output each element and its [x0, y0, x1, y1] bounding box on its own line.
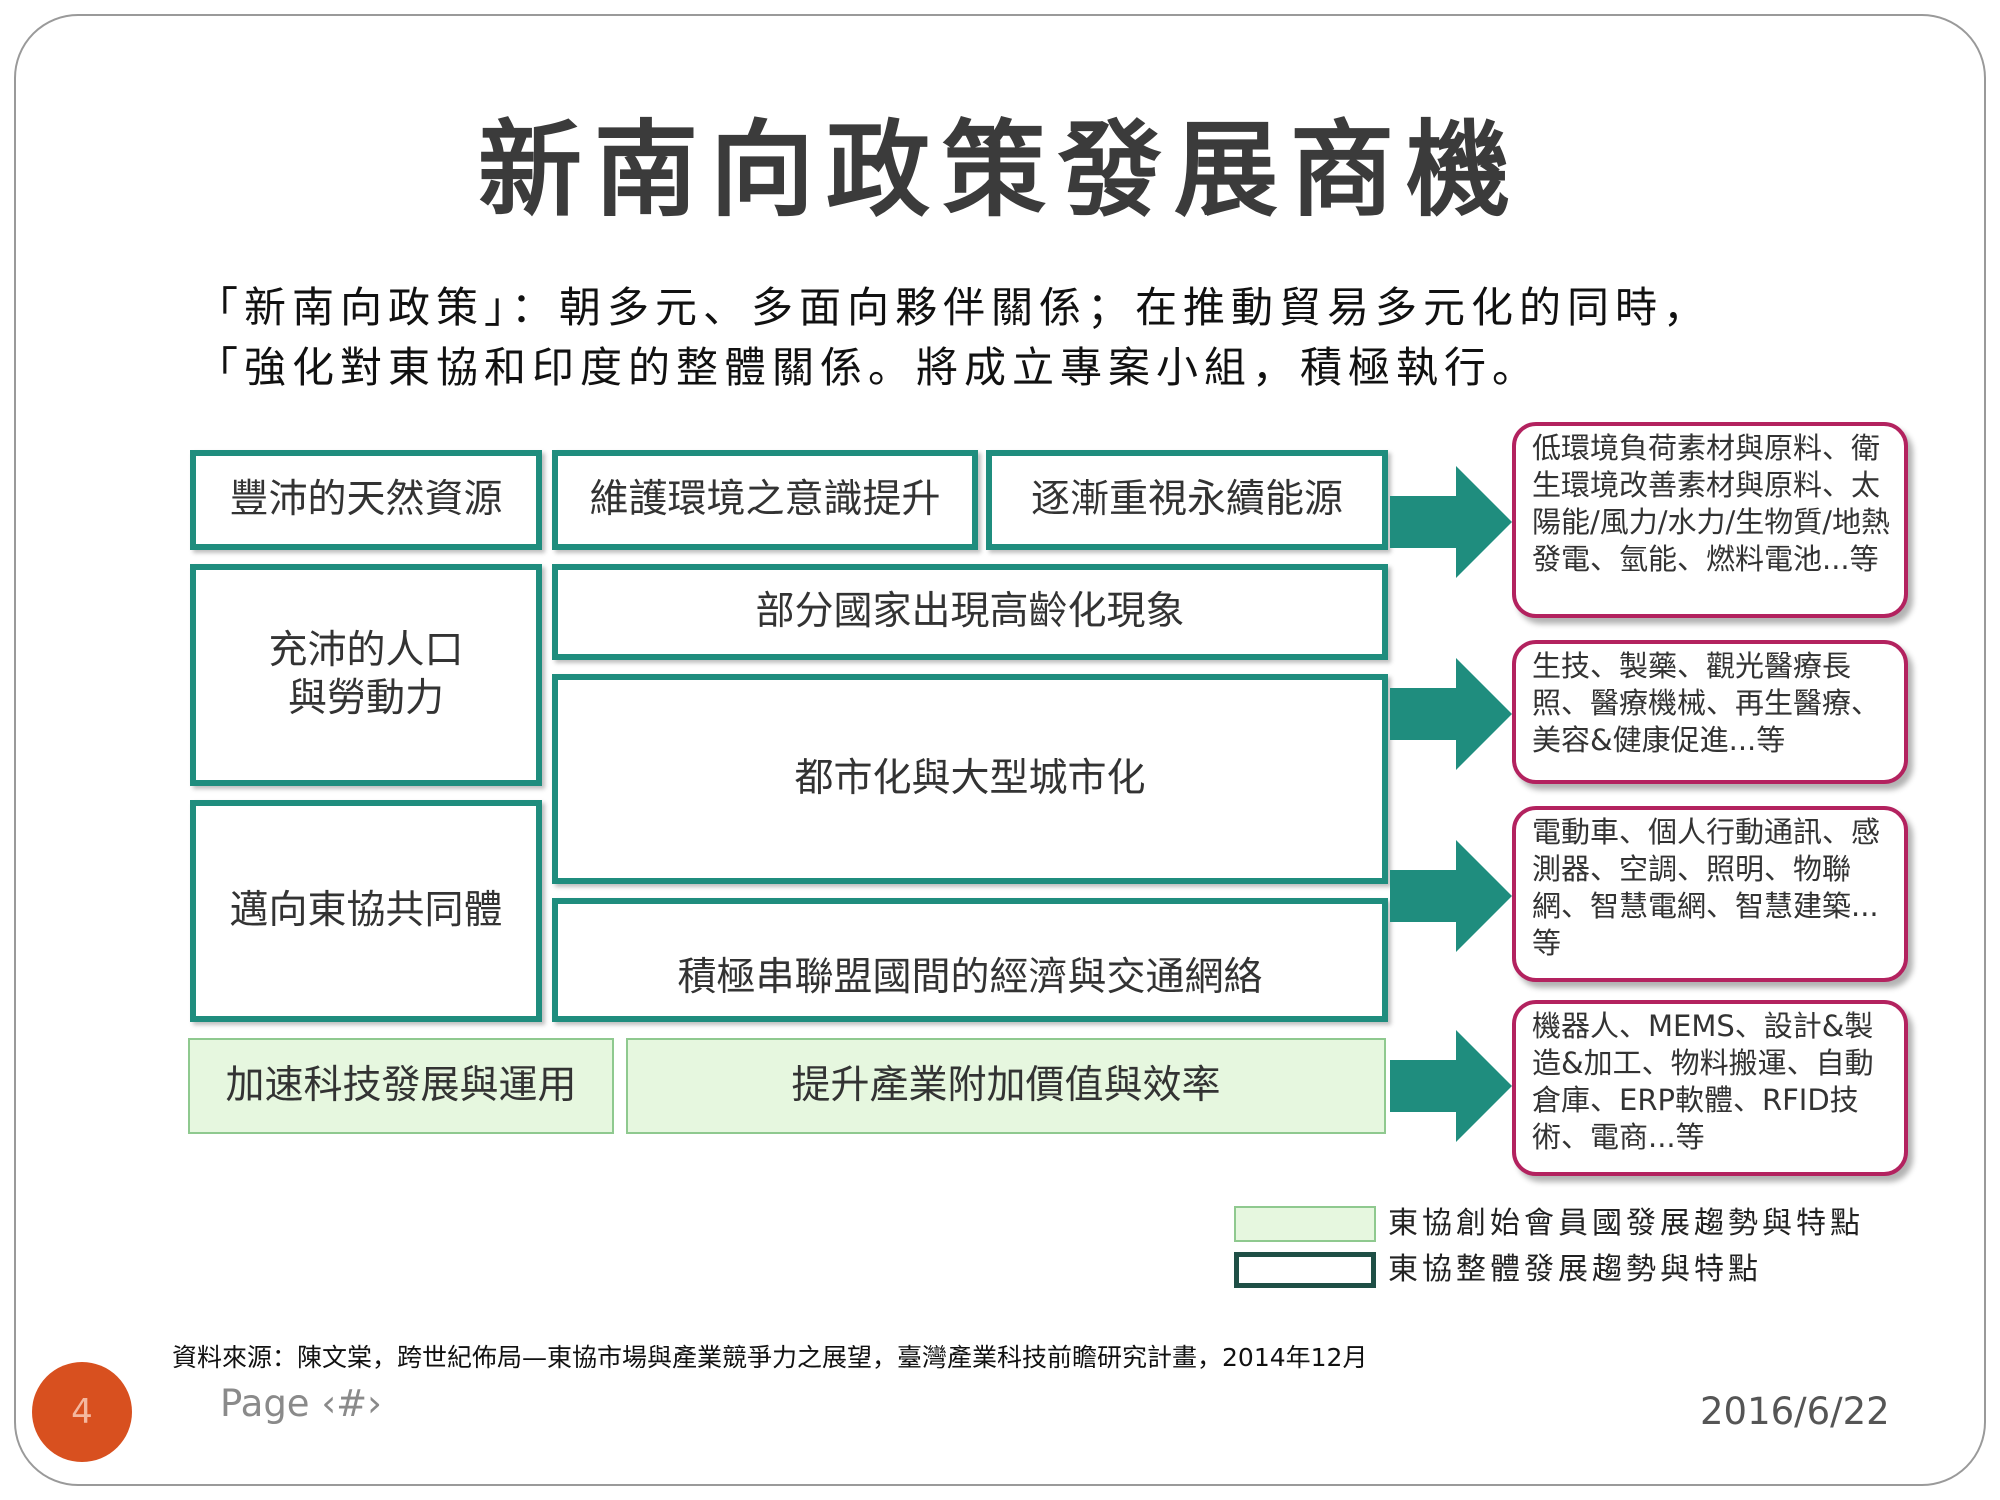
outcome-box-smart-tech: 電動車、個人行動通訊、感測器、空調、照明、物聯網、智慧電網、智慧建築...等	[1512, 806, 1908, 982]
box-label: 維護環境之意識提升	[589, 477, 941, 522]
box-label: 都市化與大型城市化	[794, 756, 1146, 801]
box-label: 提升產業附加價值與效率	[791, 1063, 1221, 1108]
box-urbanization: 都市化與大型城市化	[552, 674, 1388, 884]
box-sustainable-energy: 逐漸重視永續能源	[986, 450, 1388, 550]
legend-label-founding: 東協創始會員國發展趨勢與特點	[1388, 1206, 1864, 1241]
box-label: 邁向東協共同體	[229, 888, 503, 933]
box-environment-awareness: 維護環境之意識提升	[552, 450, 978, 550]
slide-title: 新南向政策發展商機	[477, 108, 1522, 231]
arrow-right-icon	[1390, 658, 1512, 770]
page-number-badge: 4	[32, 1362, 132, 1462]
outcome-text: 電動車、個人行動通訊、感測器、空調、照明、物聯網、智慧電網、智慧建築...等	[1532, 815, 1881, 960]
box-tech-development: 加速科技發展與運用	[188, 1038, 614, 1134]
box-aging: 部分國家出現高齡化現象	[552, 564, 1388, 660]
outcome-text: 低環境負荷素材與原料、衛生環境改善素材與原料、太陽能/風力/水力/生物質/地熱發…	[1532, 431, 1891, 576]
box-natural-resources: 豐沛的天然資源	[190, 450, 542, 550]
slide-date: 2016/6/22	[1700, 1390, 1890, 1433]
box-network: 積極串聯盟國間的經濟與交通網絡	[552, 898, 1388, 1022]
box-label: 豐沛的天然資源	[229, 477, 503, 522]
outcome-box-green-materials: 低環境負荷素材與原料、衛生環境改善素材與原料、太陽能/風力/水力/生物質/地熱發…	[1512, 422, 1908, 618]
source-citation: 資料來源：陳文棠，跨世紀佈局—東協市場與產業競爭力之展望，臺灣產業科技前瞻研究計…	[172, 1343, 1368, 1372]
legend-swatch-light	[1234, 1206, 1376, 1242]
outcome-box-automation: 機器人、MEMS、設計&製造&加工、物料搬運、自動倉庫、ERP軟體、RFID技術…	[1512, 1000, 1908, 1176]
page-label: Page ‹#›	[220, 1382, 382, 1425]
box-label: 積極串聯盟國間的經濟與交通網絡	[677, 955, 1263, 1000]
outcome-text: 生技、製藥、觀光醫療長照、醫療機械、再生醫療、美容&健康促進...等	[1532, 649, 1881, 757]
box-label: 部分國家出現高齡化現象	[755, 589, 1185, 634]
box-population: 充沛的人口 與勞動力	[190, 564, 542, 786]
outcome-text: 機器人、MEMS、設計&製造&加工、物料搬運、自動倉庫、ERP軟體、RFID技術…	[1532, 1009, 1874, 1154]
box-asean-community: 邁向東協共同體	[190, 800, 542, 1022]
box-label: 逐漸重視永續能源	[1030, 477, 1343, 522]
box-value-added: 提升產業附加價值與效率	[626, 1038, 1386, 1134]
arrow-right-icon	[1390, 1030, 1512, 1142]
arrow-right-icon	[1390, 840, 1512, 952]
intro-line-2: 「強化對東協和印度的整體關係。將成立專案小組，積極執行。	[196, 343, 1541, 392]
arrow-right-icon	[1390, 466, 1512, 578]
intro-line-1: 「新南向政策」：朝多元、多面向夥伴關係；在推動貿易多元化的同時，	[196, 283, 1712, 332]
box-label: 充沛的人口 與勞動力	[268, 628, 464, 721]
page-number: 4	[71, 1392, 93, 1432]
legend-label-overall: 東協整體發展趨勢與特點	[1388, 1252, 1762, 1287]
outcome-box-health: 生技、製藥、觀光醫療長照、醫療機械、再生醫療、美容&健康促進...等	[1512, 640, 1908, 784]
box-label: 加速科技發展與運用	[225, 1063, 577, 1108]
legend-swatch-dark	[1234, 1252, 1376, 1288]
